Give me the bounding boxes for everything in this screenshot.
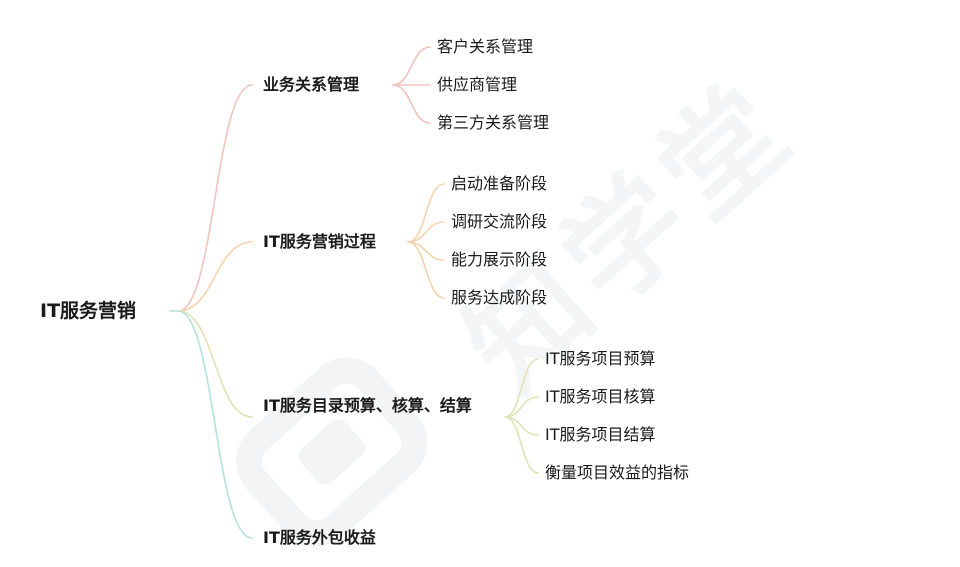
leaf-benefit-indicators[interactable]: 衡量项目效益的指标 [545, 463, 690, 482]
watermark-logo-icon [236, 357, 428, 547]
leaf-startup-stage[interactable]: 启动准备阶段 [451, 174, 548, 193]
leaf-deal-stage[interactable]: 服务达成阶段 [451, 288, 548, 307]
leaf-customer-relationship[interactable]: 客户关系管理 [437, 37, 534, 56]
branch-marketing-process[interactable]: IT服务营销过程 [263, 232, 376, 251]
connector-root-branch-0 [177, 84, 253, 312]
connector-branch-2-leaf-0 [504, 358, 539, 418]
leaf-showcase-stage[interactable]: 能力展示阶段 [451, 250, 548, 269]
connector-branch-0-leaf-2 [392, 84, 431, 124]
connector-root-branch-3 [177, 310, 253, 539]
connector-branch-1-leaf-3 [407, 241, 445, 299]
connectors [169, 46, 539, 539]
connector-branch-2-leaf-3 [504, 416, 539, 474]
connector-root-branch-2 [177, 310, 253, 418]
leaf-research-stage[interactable]: 调研交流阶段 [451, 212, 548, 231]
connector-branch-1-leaf-1 [407, 221, 445, 243]
connector-root-branch-1 [177, 241, 253, 312]
branch-business-relationship[interactable]: 业务关系管理 [263, 75, 360, 94]
leaf-project-budget[interactable]: IT服务项目预算 [545, 349, 656, 368]
connector-branch-2-leaf-1 [504, 396, 539, 418]
branch-outsourcing-revenue[interactable]: IT服务外包收益 [263, 528, 376, 547]
root-node[interactable]: IT服务营销 [40, 300, 137, 322]
connector-branch-1-leaf-0 [407, 183, 445, 243]
connector-branch-0-leaf-0 [392, 46, 431, 86]
branch-catalog-budget[interactable]: IT服务目录预算、核算、结算 [263, 396, 472, 415]
leaf-project-settlement[interactable]: IT服务项目结算 [545, 425, 656, 444]
leaf-third-party-relationship[interactable]: 第三方关系管理 [437, 113, 550, 132]
leaf-project-accounting[interactable]: IT服务项目核算 [545, 387, 656, 406]
leaf-supplier-management[interactable]: 供应商管理 [437, 75, 518, 94]
